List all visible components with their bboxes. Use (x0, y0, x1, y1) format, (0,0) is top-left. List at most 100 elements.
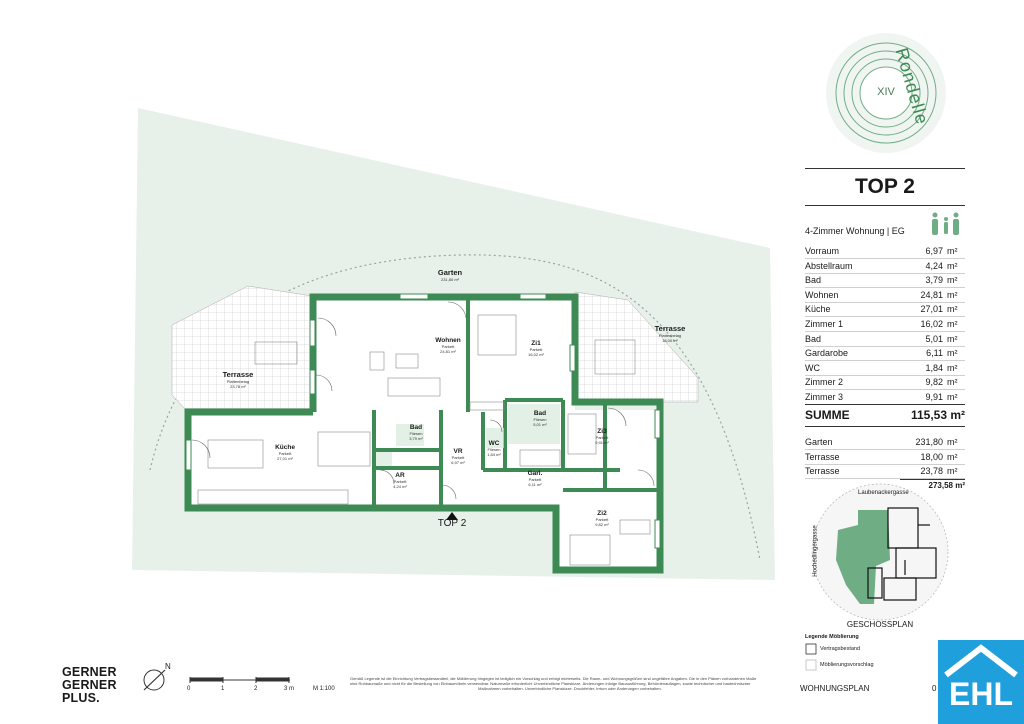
divider-title (805, 205, 965, 206)
area-name: Abstellraum (805, 260, 853, 271)
outdoor-row-divider (805, 463, 965, 465)
entrance-label: TOP 2 (437, 518, 467, 529)
divider-summe-top (805, 404, 965, 405)
scale-tick-2: 2 (254, 686, 258, 692)
room-wc: WC Fliesen 1,84 m² (487, 440, 501, 457)
outdoor-row-divider (805, 449, 965, 450)
area-row-divider (805, 360, 965, 362)
street-left: Hochedlingergasse (812, 525, 819, 577)
area-row: Zimmer 2 9,82 m² (805, 375, 965, 389)
scale-bar (189, 677, 290, 683)
area-row-divider (805, 287, 965, 289)
room-garten: Garten 231,80 m² (437, 268, 463, 282)
scale-tick-1: 1 (221, 686, 225, 692)
area-row-divider (805, 345, 965, 347)
area-name: Zimmer 3 (805, 392, 843, 402)
area-value: 6,11 (926, 348, 943, 359)
key-plan-highlight (836, 510, 890, 604)
family-icon (932, 212, 959, 235)
area-value: 27,01 (920, 304, 943, 315)
ehl-logo (938, 640, 1024, 724)
room-zi2: Zi2 Parkett 9,82 m² (595, 510, 609, 527)
area-row: Zimmer 1 16,02 m² (805, 317, 965, 331)
area-value: 9,82 (925, 377, 943, 388)
key-plan-caption: GESCHOSSPLAN (846, 620, 914, 629)
area-unit: m² (947, 319, 958, 329)
outdoor-name: Terrasse (805, 451, 840, 462)
area-row-divider (805, 301, 965, 303)
area-value: 1,84 (925, 362, 943, 373)
area-row-divider (805, 258, 965, 259)
room-vr: VR Parkett 6,97 m² (451, 448, 465, 465)
area-row: Vorraum 6,97 m² (805, 244, 965, 258)
area-value: 5,01 (925, 333, 943, 344)
outdoor-value: 18,00 (920, 451, 943, 462)
disclaimer: Gemäß Legende ist die Einrichtung Vertra… (350, 676, 757, 691)
outdoor-row-divider (805, 478, 965, 480)
outdoor-value: 23,78 (920, 466, 943, 477)
area-row-divider (805, 272, 965, 274)
rondelle-badge (826, 33, 946, 153)
area-name: Zimmer 1 (805, 319, 843, 329)
area-unit: m² (947, 289, 958, 300)
area-name: Gardarobe (805, 348, 849, 359)
summe-value: 115,53 m² (910, 408, 965, 422)
area-value: 4,24 (925, 260, 943, 271)
room-kueche: Küche Parkett 27,01 m² (275, 444, 295, 461)
ehl-logo-text: EHL (949, 676, 1013, 712)
entrance-arrow (446, 512, 458, 520)
summe-row: SUMME 115,53 m² (805, 406, 965, 424)
area-name: Zimmer 2 (805, 377, 843, 388)
wet-rooms (376, 404, 560, 466)
door-swings (191, 301, 655, 500)
windows (185, 293, 661, 549)
scale-tick-3: 3 m (284, 686, 295, 692)
area-value: 16,02 (920, 319, 943, 329)
area-value: 6,97 (925, 246, 943, 256)
street-top: Laubenackergasse (858, 490, 909, 496)
area-unit: m² (947, 377, 958, 388)
plan-type: WOHNUNGSPLAN (800, 684, 870, 693)
outdoor-unit: m² (947, 437, 958, 447)
outdoor-row: Terrasse 18,00 m² (805, 450, 965, 464)
summe-label: SUMME (805, 408, 850, 422)
room-bad-1: Bad Fliesen 3,79 m² (409, 424, 423, 441)
room-zi1: Zi1 Parkett 16,02 m² (528, 340, 544, 357)
area-unit: m² (947, 304, 958, 315)
outdoor-name: Terrasse (805, 466, 840, 477)
area-value: 3,79 (925, 275, 943, 286)
area-row-divider (805, 316, 965, 318)
area-unit: m² (947, 333, 958, 344)
unit-title: TOP 2 (855, 175, 915, 198)
outdoor-value: 231,80 (915, 437, 943, 447)
room-terrasse-left: Terrasse Plattenbelag 23,78 m² (222, 370, 254, 389)
outdoor-total: 273,58 m² (900, 479, 965, 490)
area-row: Bad 5,01 m² (805, 332, 965, 346)
apartment-interior (188, 297, 660, 570)
gerner-logo: GERNER GERNER PLUS. (62, 665, 117, 705)
outdoor-unit: m² (947, 451, 958, 462)
legend-box-suggestion (805, 659, 817, 671)
area-unit: m² (947, 362, 958, 373)
unit-subtitle: 4-Zimmer Wohnung | EG (805, 226, 905, 236)
area-unit: m² (947, 392, 958, 402)
area-unit: m² (947, 246, 958, 256)
room-ar: AR Parkett 4,24 m² (393, 472, 407, 489)
area-unit: m² (947, 275, 958, 286)
legend-box-contract (805, 643, 817, 655)
room-zi3: Zi3 Parkett 9,91 m² (595, 428, 609, 445)
area-row-divider (805, 389, 965, 391)
area-name: Bad (805, 333, 822, 344)
area-unit: m² (947, 348, 958, 359)
area-name: Vorraum (805, 246, 840, 256)
badge-numeral: XIV (877, 86, 895, 98)
